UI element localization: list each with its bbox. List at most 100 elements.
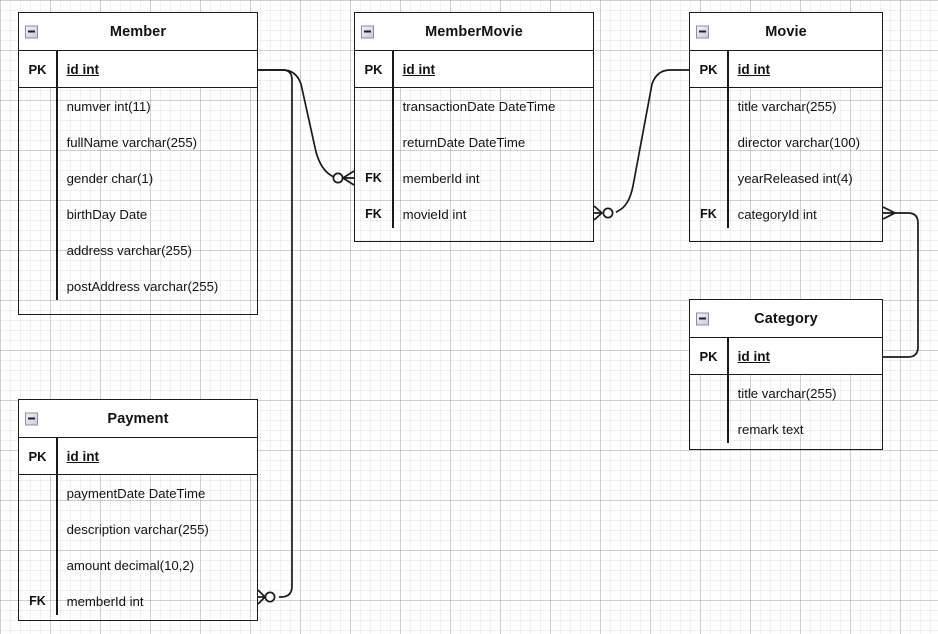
key-column-divider [727, 51, 729, 87]
attribute-column-divider [392, 88, 394, 228]
field-label: id int [737, 348, 771, 364]
field-label: birthDay Date [66, 206, 148, 222]
field-label: memberId int [66, 593, 144, 609]
entity-title: Category [754, 310, 818, 327]
key-label: PK [364, 61, 383, 77]
attribute-row[interactable]: remark text [690, 411, 882, 447]
attribute-row[interactable]: FK memberId int [19, 583, 257, 619]
attribute-row[interactable]: postAddress varchar(255) [19, 268, 257, 304]
attribute-row[interactable]: director varchar(100) [690, 124, 882, 160]
field-label: director varchar(100) [737, 134, 860, 150]
attribute-row[interactable]: title varchar(255) [690, 88, 882, 124]
attribute-row[interactable]: FK memberId int [355, 160, 593, 196]
entity-header-membermovie: MemberMovie [355, 13, 593, 51]
key-label: PK [699, 348, 718, 364]
primary-key-row[interactable]: PK id int [355, 51, 593, 88]
attribute-row[interactable]: paymentDate DateTime [19, 475, 257, 511]
field-label: gender char(1) [66, 170, 154, 186]
field-label: id int [737, 61, 771, 77]
entity-title: Member [109, 23, 167, 40]
attribute-row[interactable]: yearReleased int(4) [690, 160, 882, 196]
collapse-minus-icon[interactable] [696, 312, 709, 325]
attribute-row[interactable]: returnDate DateTime [355, 124, 593, 160]
entity-title: Payment [107, 410, 169, 427]
attribute-rows: transactionDate DateTime returnDate DateT… [355, 88, 593, 232]
field-label: fullName varchar(255) [66, 134, 198, 150]
key-column-divider [727, 338, 729, 374]
connector-movie-membermovie [615, 69, 689, 214]
attribute-row[interactable]: fullName varchar(255) [19, 124, 257, 160]
entity-header-payment: Payment [19, 400, 257, 438]
field-label: amount decimal(10,2) [66, 557, 195, 573]
collapse-minus-icon[interactable] [25, 25, 38, 38]
key-label: PK [28, 448, 47, 464]
cardinality-zero-movie-membermovie [602, 207, 614, 219]
primary-key-row[interactable]: PK id int [19, 438, 257, 475]
crowsfoot-many-movie-category [882, 206, 901, 220]
entity-header-member: Member [19, 13, 257, 51]
key-column-divider [56, 438, 58, 474]
attribute-rows: paymentDate DateTime description varchar(… [19, 475, 257, 619]
attribute-column-divider [727, 375, 729, 443]
key-label: FK [700, 206, 717, 221]
primary-key-row[interactable]: PK id int [690, 338, 882, 375]
entity-title: MemberMovie [425, 23, 523, 40]
attribute-row[interactable]: birthDay Date [19, 196, 257, 232]
field-label: numver int(11) [66, 98, 151, 114]
collapse-minus-icon[interactable] [696, 25, 709, 38]
key-column-divider [56, 51, 58, 87]
crowsfoot-many-member-membermovie [342, 170, 355, 186]
entity-header-category: Category [690, 300, 882, 338]
field-label: yearReleased int(4) [737, 170, 853, 186]
connector-movie-category [883, 212, 919, 358]
field-label: memberId int [402, 170, 480, 186]
attribute-row[interactable]: FK movieId int [355, 196, 593, 232]
attribute-rows: title varchar(255) remark text [690, 375, 882, 447]
crowsfoot-many-movie-membermovie [593, 205, 603, 221]
crowsfoot-many-member-payment [257, 589, 266, 605]
attribute-row[interactable]: amount decimal(10,2) [19, 547, 257, 583]
field-label: movieId int [402, 206, 467, 222]
key-label: FK [29, 593, 46, 608]
entity-title: Movie [765, 23, 807, 40]
cardinality-zero-member-payment [264, 591, 276, 603]
key-label: FK [365, 206, 382, 221]
attribute-row[interactable]: title varchar(255) [690, 375, 882, 411]
field-label: transactionDate DateTime [402, 98, 556, 114]
attribute-row[interactable]: address varchar(255) [19, 232, 257, 268]
field-label: title varchar(255) [737, 98, 837, 114]
field-label: returnDate DateTime [402, 134, 526, 150]
attribute-column-divider [56, 475, 58, 615]
field-label: postAddress varchar(255) [66, 278, 219, 294]
key-label: FK [365, 170, 382, 185]
connector-member-membermovie [258, 69, 335, 179]
key-column-divider [392, 51, 394, 87]
attribute-column-divider [727, 88, 729, 228]
key-label: PK [699, 61, 718, 77]
attribute-row[interactable]: description varchar(255) [19, 511, 257, 547]
field-label: description varchar(255) [66, 521, 209, 537]
primary-key-row[interactable]: PK id int [690, 51, 882, 88]
field-label: title varchar(255) [737, 385, 837, 401]
attribute-rows: numver int(11) fullName varchar(255) gende… [19, 88, 257, 304]
attribute-row[interactable]: numver int(11) [19, 88, 257, 124]
key-label: PK [28, 61, 47, 77]
attribute-row[interactable]: gender char(1) [19, 160, 257, 196]
attribute-row[interactable]: transactionDate DateTime [355, 88, 593, 124]
cardinality-zero-member-membermovie [332, 172, 344, 184]
field-label: id int [66, 448, 100, 464]
field-label: id int [402, 61, 436, 77]
attribute-rows: title varchar(255) director varchar(100) y… [690, 88, 882, 232]
attribute-column-divider [56, 88, 58, 300]
field-label: address varchar(255) [66, 242, 192, 258]
collapse-minus-icon[interactable] [25, 412, 38, 425]
collapse-minus-icon[interactable] [361, 25, 374, 38]
